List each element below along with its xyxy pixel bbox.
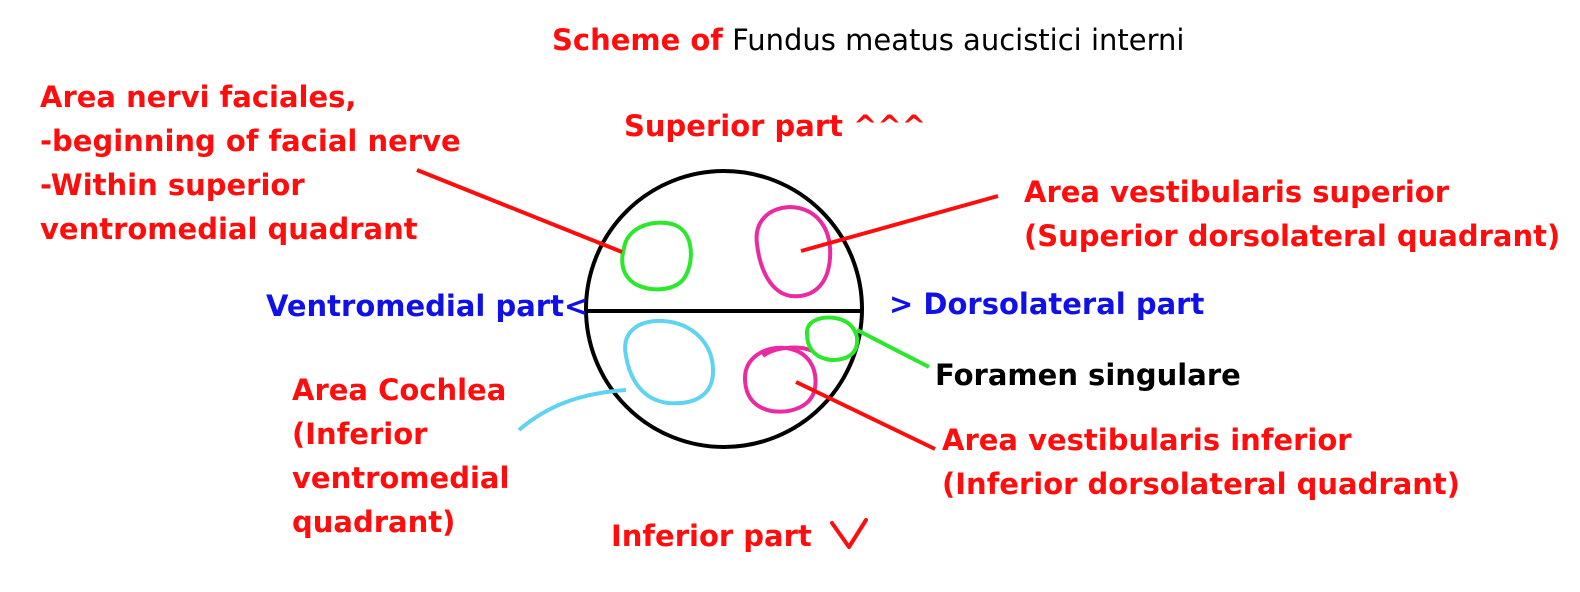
label-line: Area nervi faciales,	[40, 80, 357, 114]
label-foramen-singulare: Foramen singulare	[935, 358, 1241, 392]
title-rest: Fundus meatus aucistici interni	[732, 23, 1185, 57]
label-line: Area vestibularis superior	[1024, 175, 1450, 209]
label-area-vestibularis-inferior: Area vestibularis inferior (Inferior dor…	[942, 418, 1460, 506]
label-ventromedial-part: Ventromedial part<	[266, 289, 589, 323]
area-vestibularis-superior-shape	[754, 204, 833, 299]
inferior-arrow-icon	[830, 518, 868, 549]
leader-vestibularis-superior	[800, 194, 999, 253]
label-line: (Inferior	[292, 417, 428, 451]
label-superior-part: Superior part ^^^	[624, 109, 927, 143]
label-dorsolateral-part: > Dorsolateral part	[889, 287, 1205, 321]
label-inferior-part: Inferior part	[611, 519, 812, 553]
label-area-nervi-faciales: Area nervi faciales, -beginning of facia…	[40, 75, 461, 251]
foramen-singulare-shape	[805, 315, 859, 362]
label-line: ventromedial quadrant	[40, 212, 418, 246]
diagram-title: Scheme of Fundus meatus aucistici intern…	[552, 20, 1184, 60]
label-line: quadrant)	[292, 505, 456, 539]
label-area-vestibularis-superior: Area vestibularis superior (Superior dor…	[1024, 170, 1560, 258]
label-line: (Inferior dorsolateral quadrant)	[942, 467, 1461, 501]
label-area-cochlea: Area Cochlea (Inferior ventromedial quad…	[292, 368, 509, 544]
label-line: -beginning of facial nerve	[40, 124, 461, 158]
area-nervi-faciales-shape	[620, 220, 693, 292]
area-vestibularis-inferior-shape	[742, 345, 818, 414]
label-line: ventromedial	[292, 461, 510, 495]
area-cochlea-shape	[623, 318, 716, 406]
leader-vestibularis-inferior	[795, 380, 936, 451]
label-line: (Superior dorsolateral quadrant)	[1024, 219, 1561, 253]
leader-cochlea	[517, 388, 627, 432]
label-line: Area vestibularis inferior	[942, 423, 1352, 457]
label-line: Area Cochlea	[292, 373, 507, 407]
title-bold: Scheme of	[552, 23, 723, 57]
label-line: -Within superior	[40, 168, 305, 202]
leader-foramen	[856, 328, 930, 369]
leader-facial	[416, 168, 623, 254]
